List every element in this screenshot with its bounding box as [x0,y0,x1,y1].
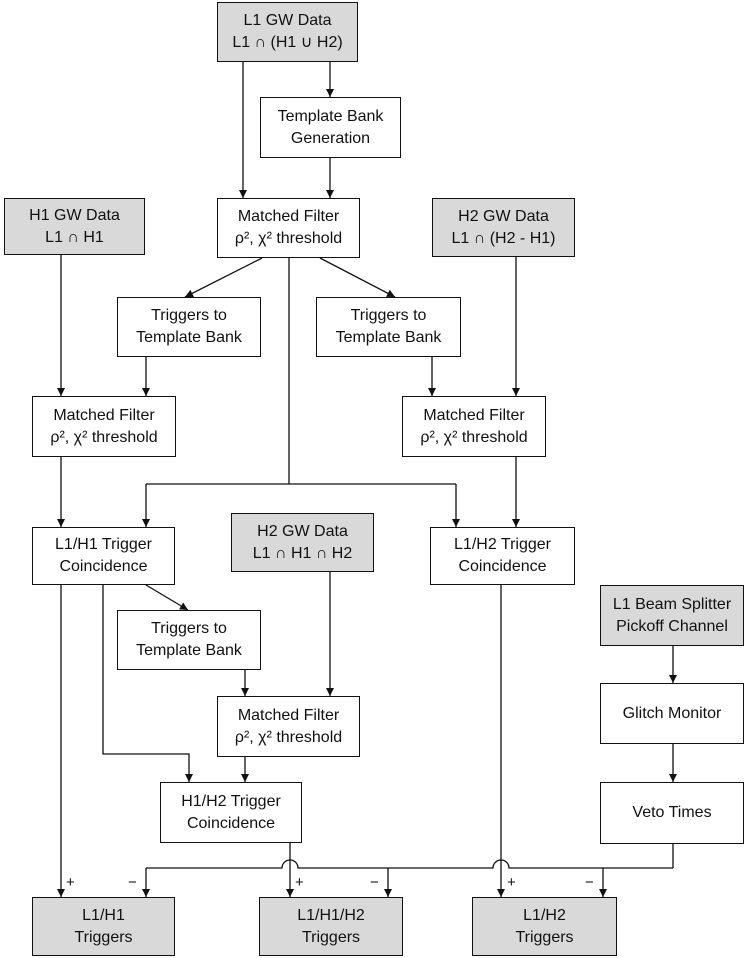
veto-bus [146,859,673,869]
box-line: Matched Filter [423,406,525,424]
triggers-to-template-bank-h2b-box: Triggers to Template Bank [117,610,261,670]
box-line: L1/H2 [523,906,566,924]
box-line: Triggers to [151,307,227,324]
box-line: ρ², χ² threshold [234,230,343,247]
veto-times-box: Veto Times [600,782,744,844]
box-line: L1 ∩ (H2 - H1) [451,229,556,247]
l1h1-trigger-coincidence-box: L1/H1 Trigger Coincidence [32,527,175,585]
box-line: H1 GW Data [29,206,120,224]
box-line: Veto Times [632,804,712,821]
box-line: Triggers [74,928,133,946]
l1h1h2-triggers-output-box: L1/H1/H2 Triggers [259,897,403,956]
h1-gw-data-box: H1 GW Data L1 ∩ H1 [4,198,145,255]
box-line: Matched Filter [53,406,155,424]
arrow-mf-to-trigbank-h2 [319,257,396,298]
h2-gw-data-box-a: H2 GW Data L1 ∩ (H2 - H1) [432,198,575,257]
box-line: ρ², χ² threshold [234,728,343,746]
box-line: Template Bank [277,107,384,125]
box-line: Generation [290,129,371,147]
box-line: Template Bank [136,642,242,659]
box-line: L1/H1 [82,906,125,924]
box-line: ρ², χ² threshold [420,428,528,446]
box-line: Matched Filter [237,706,340,724]
plus-sign: + [507,874,516,891]
box-line: ρ², χ² threshold [50,428,158,446]
minus-sign: − [370,874,379,891]
box-line: Coincidence [59,558,148,575]
l1h1-triggers-output-box: L1/H1 Triggers [32,897,175,956]
box-line: Triggers [301,928,361,946]
box-line: Glitch Monitor [622,704,722,722]
arrow-mf-to-trigbank-h1 [184,257,263,298]
triggers-to-template-bank-h2-box: Triggers to Template Bank [316,297,461,357]
box-line: Template Bank [335,329,442,346]
box-line: L1 ∩ H1 [45,228,104,246]
h2-gw-data-box-b: H2 GW Data L1 ∩ H1 ∩ H2 [231,513,374,572]
box-line: Triggers to [151,620,227,637]
box-line: H2 GW Data [257,522,348,540]
triggers-to-template-bank-h1-box: Triggers to Template Bank [117,297,261,357]
matched-filter-l1-box: Matched Filter ρ², χ² threshold [217,198,360,258]
minus-sign: − [585,874,594,891]
box-line: Coincidence [186,814,276,832]
h1h2-trigger-coincidence-box: H1/H2 Trigger Coincidence [160,782,302,843]
box-line: Triggers to [350,307,427,324]
arrow-coinc-to-h1h2-coinc [102,585,193,782]
box-line: H1/H2 Trigger [181,792,281,810]
box-line: L1 GW Data [243,12,332,29]
glitch-monitor-box: Glitch Monitor [600,683,744,744]
minus-sign: − [128,874,137,891]
box-line: L1 Beam Splitter [612,595,732,613]
l1h2-trigger-coincidence-box: L1/H2 Trigger Coincidence [430,527,575,585]
l1-beam-splitter-box: L1 Beam Splitter Pickoff Channel [600,585,744,646]
box-line: L1/H1 Trigger [55,536,152,553]
plus-sign: + [66,874,75,891]
l1-gw-data-box: L1 GW Data L1 ∩ (H1 ∪ H2) [217,2,358,62]
l1h2-triggers-output-box: L1/H2 Triggers [472,897,617,956]
box-line: Triggers [515,928,574,946]
box-line: L1 ∩ (H1 ∪ H2) [232,34,343,51]
box-line: L1/H2 Trigger [454,536,551,553]
box-line: L1 ∩ H1 ∩ H2 [252,544,353,562]
box-line: Pickoff Channel [616,617,728,635]
matched-filter-h2a-box: Matched Filter ρ², χ² threshold [402,396,546,457]
box-line: Template Bank [136,329,242,346]
arrow-coinc-to-trigbank-h2b [145,584,189,611]
box-line: Coincidence [458,558,547,575]
box-line: L1/H1/H2 [297,906,365,924]
box-line: H2 GW Data [458,207,549,225]
matched-filter-h1-box: Matched Filter ρ², χ² threshold [32,396,176,457]
box-line: Matched Filter [237,208,340,225]
plus-sign: + [295,874,304,891]
matched-filter-h2b-box: Matched Filter ρ², χ² threshold [217,696,360,757]
template-bank-generation-box: Template Bank Generation [260,97,401,158]
